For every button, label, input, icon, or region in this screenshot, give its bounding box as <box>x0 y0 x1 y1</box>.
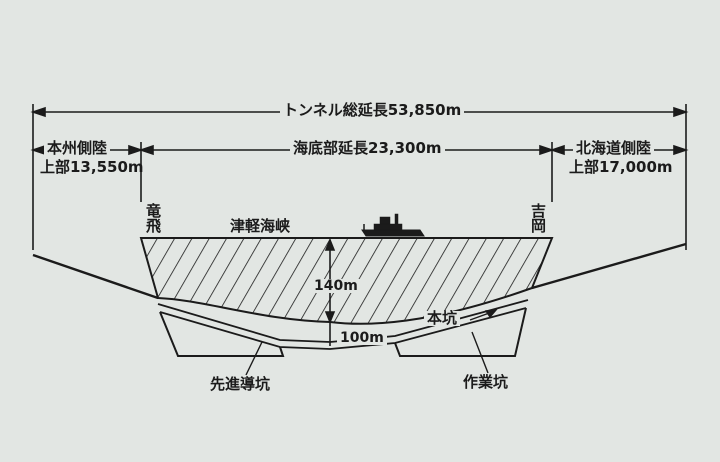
land-slope-right <box>531 242 687 290</box>
below-seabed-depth-label: 100m <box>337 331 387 345</box>
hokkaido-side-label-line2: 上部17,000m <box>569 158 673 176</box>
total-length-dimension <box>30 104 689 250</box>
pilot-tunnel-label: 先進導坑 <box>210 375 271 393</box>
strait-label: 津軽海峡 <box>230 217 291 235</box>
hokkaido-side-label-line1: 北海道側陸 <box>573 141 655 156</box>
sea-depth-label: 140m <box>311 279 361 293</box>
ship-icon <box>361 213 425 237</box>
leader-lines <box>245 309 498 376</box>
work-tunnel-label: 作業坑 <box>463 373 509 391</box>
land-slope-left <box>32 253 159 300</box>
main-tunnel-label: 本坑 <box>424 311 461 326</box>
total-length-label: トンネル総延長53,850m <box>280 103 465 118</box>
honshu-side-label-line1: 本州側陸 <box>44 141 111 156</box>
honshu-side-label-line2: 上部13,550m <box>40 158 144 176</box>
undersea-length-label: 海底部延長23,300m <box>290 141 445 156</box>
pilot-work-tunnel-outline <box>159 307 527 357</box>
tappi-label: 竜飛 <box>144 203 162 233</box>
yoshioka-label: 吉岡 <box>529 203 547 233</box>
